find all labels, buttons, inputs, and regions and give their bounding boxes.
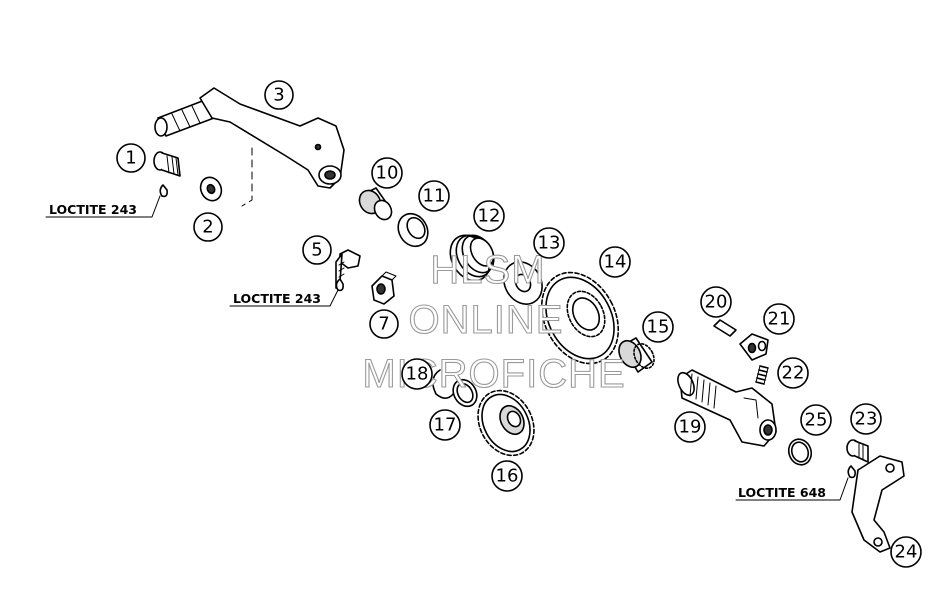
screw-part-23 [846, 439, 869, 479]
callout-number: 23 [855, 409, 878, 430]
callout-number: 12 [478, 206, 501, 227]
callout-number: 24 [895, 542, 918, 563]
callout-number: 7 [378, 314, 389, 335]
watermark-line-3: MICROFICHE [362, 352, 625, 396]
bolt-part-5 [335, 249, 361, 292]
spring-part-12 [449, 234, 495, 282]
watermark-line-2: ONLINE [409, 298, 564, 342]
callout-25: 25 [800, 404, 832, 436]
callout-15: 15 [642, 311, 674, 343]
leader-lines [45, 195, 849, 501]
bolt-part-1 [153, 151, 181, 198]
callout-number: 17 [434, 415, 457, 436]
callout-number: 19 [679, 417, 702, 438]
callout-number: 15 [647, 317, 670, 338]
callout-number: 20 [705, 292, 728, 313]
callout-13: 13 [533, 227, 565, 259]
callout-number: 25 [805, 410, 828, 431]
callout-number: 21 [768, 309, 791, 330]
link-part-21 [739, 333, 769, 361]
callout-10: 10 [371, 157, 403, 189]
pin-part-20 [713, 319, 737, 337]
watermark: HLSM ONLINE MICROFICHE [362, 247, 625, 396]
callout-number: 10 [376, 163, 399, 184]
callout-17: 17 [429, 409, 461, 441]
callout-11: 11 [418, 180, 450, 212]
callout-3: 3 [264, 80, 294, 110]
callout-23: 23 [850, 403, 882, 435]
spring-part-22 [755, 365, 769, 385]
callout-number: 22 [782, 363, 805, 384]
callout-number: 2 [202, 217, 213, 238]
watermark-line-1: HLSM [430, 248, 545, 292]
callout-18: 18 [401, 358, 433, 390]
callout-number: 11 [423, 186, 446, 207]
callout-21: 21 [763, 303, 795, 335]
bearing-part-15 [618, 337, 655, 373]
loctite-note-1: LOCTITE 243 [49, 202, 137, 217]
washer-part-2 [199, 176, 223, 202]
ring-part-11 [397, 212, 429, 248]
callout-number: 1 [125, 148, 136, 169]
callout-19: 19 [674, 411, 706, 443]
washer-part-17 [452, 378, 478, 408]
circlip-part-18 [432, 369, 457, 399]
clamp-part-7 [371, 271, 397, 305]
callout-16: 16 [491, 460, 523, 492]
callout-7: 7 [369, 309, 399, 339]
washer-part-13 [503, 261, 543, 305]
callout-5: 5 [302, 235, 332, 265]
bushing-part-10 [358, 187, 393, 221]
loctite-note-2: LOCTITE 243 [233, 291, 321, 306]
callout-24: 24 [890, 536, 922, 568]
callout-2: 2 [193, 212, 223, 242]
gear-part-14 [540, 271, 620, 365]
shaft-part-19 [677, 369, 777, 447]
callout-number: 14 [604, 252, 627, 273]
callout-number: 5 [311, 240, 322, 261]
callout-number: 13 [538, 233, 561, 254]
gear-part-16 [477, 389, 535, 457]
callout-number: 18 [406, 364, 429, 385]
loctite-note-3: LOCTITE 648 [738, 485, 826, 500]
callout-number: 16 [496, 466, 519, 487]
callout-12: 12 [473, 200, 505, 232]
callout-14: 14 [599, 246, 631, 278]
ring-part-25 [787, 438, 813, 466]
callout-22: 22 [777, 357, 809, 389]
callout-1: 1 [116, 143, 146, 173]
kick-lever-part [154, 87, 345, 207]
callout-number: 3 [273, 85, 284, 106]
callout-20: 20 [700, 286, 732, 318]
plate-part-24 [851, 455, 905, 553]
